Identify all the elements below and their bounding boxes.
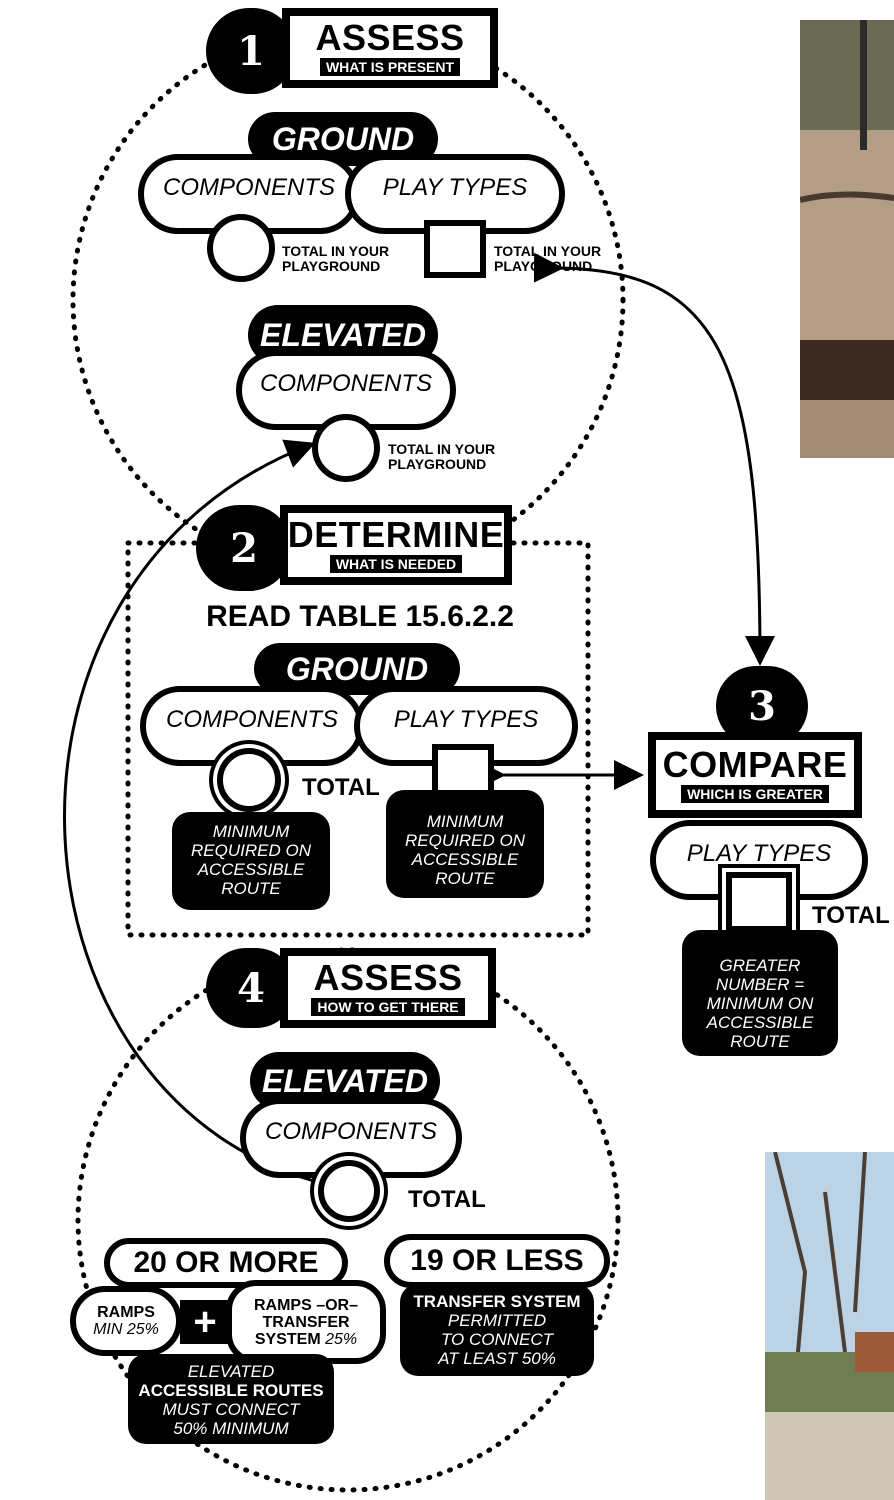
ramps-pill: RAMPS MIN 25% [70, 1286, 182, 1356]
step4-components-circle[interactable] [318, 1160, 380, 1222]
elevated-routes-box: ELEVATED ACCESSIBLE ROUTES MUST CONNECT … [128, 1354, 334, 1444]
step1-elevated-total: TOTAL IN YOUR PLAYGROUND [388, 441, 496, 472]
step4-subtitle: HOW TO GET THERE [311, 998, 465, 1016]
transfer-system-text: TRANSFER SYSTEM [413, 1292, 581, 1311]
step1-elevated-components-text: COMPONENTS [259, 370, 432, 397]
plus-box: + [180, 1300, 230, 1344]
step1-components-total: TOTAL IN YOUR PLAYGROUND [282, 243, 390, 274]
step1-playtypes-text: PLAY TYPES [382, 174, 528, 201]
step2-title: DETERMINE [287, 514, 505, 555]
twenty-or-more-text: 20 OR MORE [133, 1246, 319, 1279]
step1-components-text: COMPONENTS [162, 174, 335, 201]
step2-playtypes-text: PLAY TYPES [393, 706, 539, 733]
permitted-text: PERMITTED [447, 1311, 547, 1330]
transfer-text: TRANSFER [262, 1313, 350, 1331]
step3-number: 3 [748, 682, 776, 730]
step1-components-pill: COMPONENTS [138, 154, 360, 234]
system-pct-text: 25% [325, 1330, 358, 1348]
step2-ground-label: GROUND [254, 643, 460, 695]
step2-number: 2 [230, 524, 258, 572]
step2-playtypes-min: MINIMUM REQUIRED ON ACCESSIBLE ROUTE [386, 790, 544, 898]
read-table-label: READ TABLE 15.6.2.2 [206, 600, 514, 633]
step2-total-label: TOTAL [302, 774, 380, 801]
transfer-system-box: TRANSFER SYSTEM PERMITTED TO CONNECT AT … [400, 1284, 594, 1376]
step1-subtitle: WHAT IS PRESENT [319, 58, 461, 76]
step2-title-box: DETERMINE WHAT IS NEEDED [280, 505, 512, 585]
step4-title-box: ASSESS HOW TO GET THERE [280, 948, 496, 1028]
must-connect-text: MUST CONNECT [162, 1400, 300, 1419]
step2-components-text: COMPONENTS [165, 706, 338, 733]
step1-number: 1 [237, 27, 265, 75]
step4-number: 4 [237, 964, 265, 1012]
step1-playtypes-square[interactable] [424, 220, 486, 278]
step1-elevated-circle[interactable] [312, 414, 380, 482]
step3-subtitle: WHICH IS GREATER [681, 785, 829, 803]
step4-elevated-text: ELEVATED [262, 1062, 428, 1099]
elevated-text: ELEVATED [187, 1362, 275, 1381]
step1-title: ASSESS [315, 17, 465, 58]
step2-components-circle[interactable] [217, 748, 281, 812]
plus-text: + [193, 1299, 217, 1344]
nineteen-or-less-text: 19 OR LESS [410, 1244, 584, 1277]
step4-title: ASSESS [313, 957, 463, 998]
step4-total-label: TOTAL [408, 1186, 486, 1213]
step2-ground-text: GROUND [285, 650, 429, 687]
step1-title-box: ASSESS WHAT IS PRESENT [282, 8, 498, 88]
nineteen-or-less-pill: 19 OR LESS [384, 1234, 610, 1288]
ramps-or-text: RAMPS –OR– [253, 1296, 359, 1314]
to-connect-text: TO CONNECT [440, 1330, 554, 1349]
step2-components-min: MINIMUM REQUIRED ON ACCESSIBLE ROUTE [172, 812, 330, 910]
step4-components-text: COMPONENTS [264, 1118, 437, 1145]
step2-subtitle: WHAT IS NEEDED [329, 555, 463, 573]
step2-badge: 2 [196, 505, 292, 591]
step3-playtypes-text: PLAY TYPES [686, 840, 832, 867]
step1-playtypes-total: TOTAL IN YOUR PLAYGROUND [494, 243, 602, 274]
twenty-or-more-pill: 20 OR MORE [104, 1238, 348, 1288]
step3-total-label: TOTAL [812, 902, 890, 929]
system-text: SYSTEM [254, 1330, 321, 1348]
step1-elevated-text: ELEVATED [260, 316, 426, 353]
step1-ground-text: GROUND [271, 120, 415, 157]
step3-greater-box: GREATER NUMBER = MINIMUM ON ACCESSIBLE R… [682, 930, 838, 1056]
ramps-or-transfer-pill: RAMPS –OR– TRANSFER SYSTEM 25% [226, 1280, 386, 1364]
min50-text: 50% MINIMUM [173, 1419, 289, 1438]
playground-photo-bottom [765, 1152, 894, 1500]
ramps-text: RAMPS [97, 1304, 155, 1321]
step3-title-box: COMPARE WHICH IS GREATER [648, 732, 862, 818]
playground-photo-top [800, 20, 894, 458]
step1-elevated-components-pill: COMPONENTS [236, 350, 456, 430]
acc-routes-text: ACCESSIBLE ROUTES [138, 1381, 324, 1400]
step3-title: COMPARE [662, 744, 848, 785]
step1-components-circle[interactable] [207, 214, 275, 282]
step1-badge: 1 [206, 8, 296, 94]
ramps-min-text: MIN 25% [93, 1321, 159, 1338]
at-least-text: AT LEAST 50% [438, 1349, 556, 1368]
step3-playtypes-square[interactable] [726, 872, 792, 932]
